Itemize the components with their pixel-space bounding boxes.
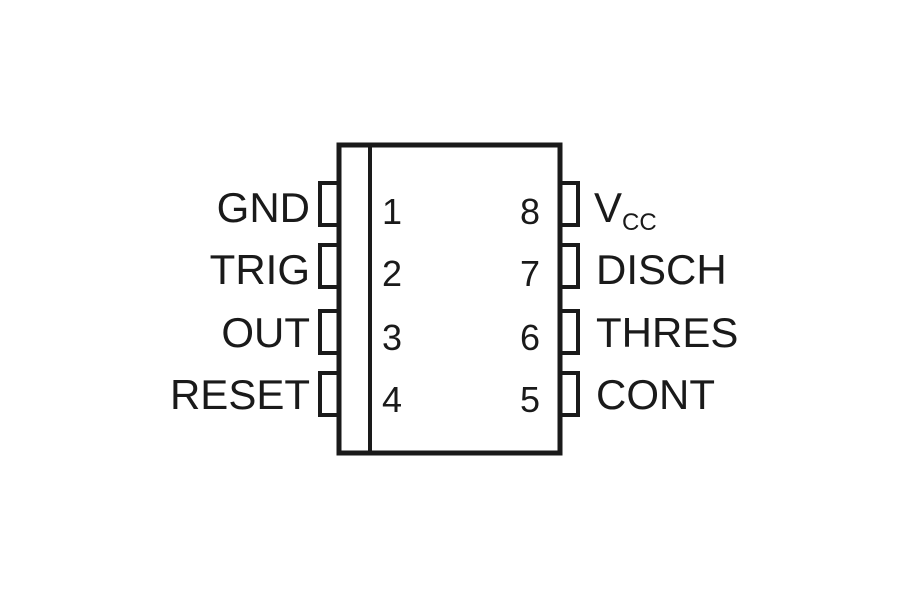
pin-label-3: OUT bbox=[221, 309, 310, 356]
pin-lead-2 bbox=[318, 243, 341, 289]
ic-package-body bbox=[336, 142, 563, 456]
pin-label-4: RESET bbox=[170, 371, 310, 418]
pin-number-7: 7 bbox=[520, 253, 540, 294]
pin-lead-7 bbox=[558, 243, 580, 289]
pin-label-7: DISCH bbox=[596, 246, 727, 293]
pin-lead-6 bbox=[558, 309, 580, 355]
pin-label-8: VCC bbox=[594, 184, 657, 236]
pin-lead-5 bbox=[558, 371, 580, 417]
pin-label-5: CONT bbox=[596, 371, 715, 418]
pin-lead-3 bbox=[318, 309, 341, 355]
pin-label-1: GND bbox=[217, 184, 310, 231]
pin-label-8-main: V bbox=[594, 184, 622, 231]
pin-number-4: 4 bbox=[382, 379, 402, 420]
pin-label-2: TRIG bbox=[210, 246, 310, 293]
pin-number-3: 3 bbox=[382, 317, 402, 358]
pin-label-8-subscript: CC bbox=[622, 209, 657, 236]
pin-label-6: THRES bbox=[596, 309, 738, 356]
pin-lead-8 bbox=[558, 181, 580, 227]
pin-number-6: 6 bbox=[520, 317, 540, 358]
pin-lead-4 bbox=[318, 371, 341, 417]
pin-number-2: 2 bbox=[382, 253, 402, 294]
pin-number-8: 8 bbox=[520, 191, 540, 232]
pin-lead-1 bbox=[318, 181, 341, 227]
pin-number-5: 5 bbox=[520, 379, 540, 420]
pin-number-1: 1 bbox=[382, 191, 402, 232]
